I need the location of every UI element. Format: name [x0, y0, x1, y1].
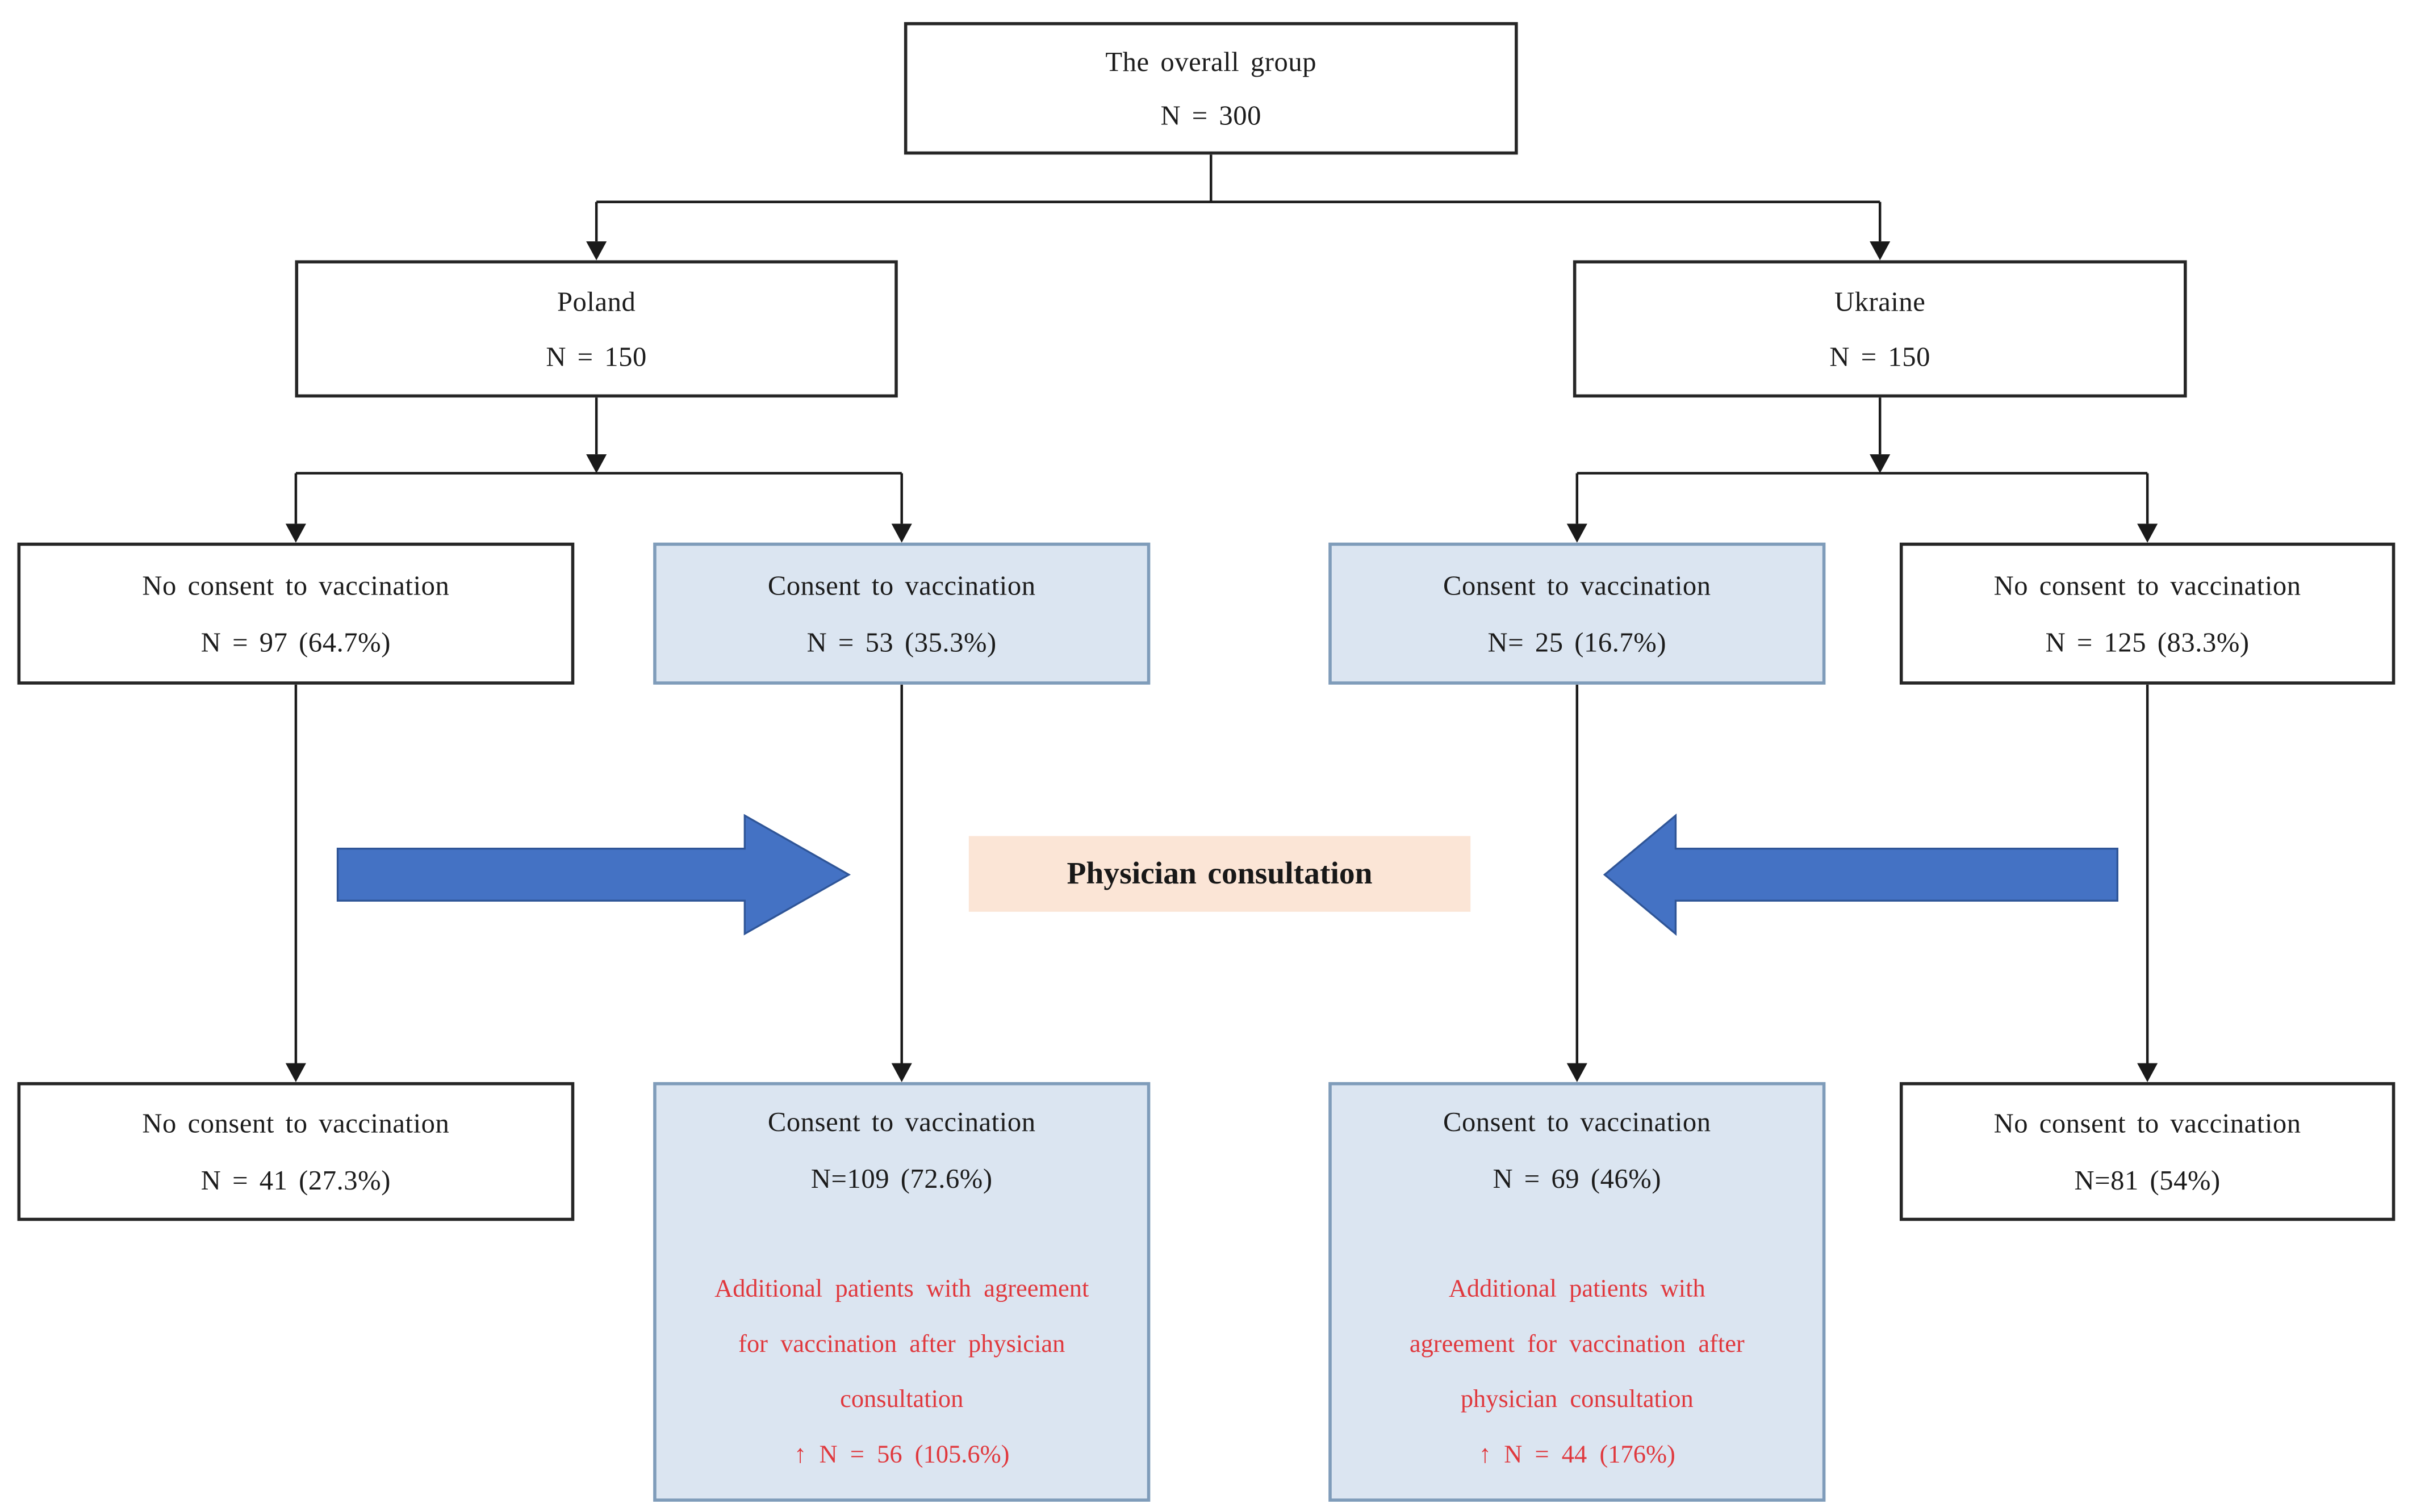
physician-consultation-label: Physician consultation [968, 836, 1471, 912]
additional-consent-note: Additional patients with agreement for v… [714, 1262, 1089, 1483]
arrowhead-down-icon [1870, 454, 1891, 474]
node-title: Ukraine [1834, 285, 1926, 317]
connector-ukraine-split [1566, 397, 2158, 543]
node-poland-consent-after: Consent to vaccination N=109 (72.6%) Add… [653, 1082, 1151, 1502]
note-line: Additional patients with [1448, 1276, 1705, 1303]
node-count: N = 300 [1160, 99, 1262, 131]
node-count: N=81 (54%) [2074, 1163, 2221, 1195]
node-poland-no-consent-after: No consent to vaccination N = 41 (27.3%) [17, 1082, 575, 1221]
node-ukraine-consent: Consent to vaccination N= 25 (16.7%) [1328, 542, 1826, 685]
node-title: No consent to vaccination [1993, 1108, 2301, 1140]
node-count: N = 41 (27.3%) [200, 1163, 391, 1195]
arrowhead-down-icon [2137, 523, 2158, 543]
node-poland: Poland N = 150 [295, 260, 898, 398]
node-title: No consent to vaccination [142, 1108, 450, 1140]
node-count: N = 125 (83.3%) [2045, 626, 2250, 658]
arrowhead-down-icon [586, 241, 607, 261]
node-count: N = 150 [1829, 341, 1930, 372]
node-title: No consent to vaccination [1993, 569, 2301, 601]
arrowhead-down-icon [1566, 523, 1587, 543]
arrowhead-down-icon [285, 1063, 306, 1082]
note-line: for vaccination after physician [738, 1331, 1065, 1359]
additional-consent-note: Additional patients with agreement for v… [1410, 1262, 1745, 1483]
node-ukraine-no-consent-after: No consent to vaccination N=81 (54%) [1899, 1082, 2396, 1221]
node-count: N = 97 (64.7%) [200, 626, 391, 658]
note-line: Additional patients with agreement [714, 1276, 1089, 1303]
node-overall-group: The overall group N = 300 [904, 22, 1518, 155]
node-title: Consent to vaccination [1443, 569, 1711, 601]
node-title: No consent to vaccination [142, 569, 450, 601]
arrowhead-down-icon [1566, 1063, 1587, 1082]
label-text: Physician consultation [1067, 856, 1373, 891]
arrowhead-down-icon [891, 1063, 912, 1082]
node-count: N=109 (72.6%) [810, 1162, 993, 1195]
node-count: N = 69 (46%) [1493, 1162, 1662, 1195]
arrowhead-down-icon [1870, 241, 1891, 261]
note-line: ↑ N = 56 (105.6%) [794, 1442, 1010, 1469]
arrowhead-down-icon [2137, 1063, 2158, 1082]
arrowhead-down-icon [285, 523, 306, 543]
node-count: N = 150 [546, 341, 647, 372]
node-title: Consent to vaccination [767, 569, 1036, 601]
node-poland-consent: Consent to vaccination N = 53 (35.3%) [653, 542, 1151, 685]
arrowhead-down-icon [891, 523, 912, 543]
node-count: N= 25 (16.7%) [1487, 626, 1667, 658]
blue-arrow-left-icon [1603, 813, 2119, 936]
blue-arrow-right-icon [336, 814, 851, 936]
note-line: agreement for vaccination after [1409, 1331, 1745, 1359]
connector-poland-split [285, 397, 912, 543]
node-count: N = 53 (35.3%) [806, 626, 997, 658]
node-poland-no-consent: No consent to vaccination N = 97 (64.7%) [17, 542, 575, 685]
connector-overall-split [586, 154, 1891, 261]
node-ukraine-no-consent: No consent to vaccination N = 125 (83.3%… [1899, 542, 2396, 685]
arrowhead-down-icon [586, 454, 607, 474]
node-title: Consent to vaccination [767, 1105, 1036, 1138]
note-line: physician consultation [1460, 1387, 1694, 1414]
node-ukraine-consent-after: Consent to vaccination N = 69 (46%) Addi… [1328, 1082, 1826, 1502]
node-title: Poland [557, 285, 636, 317]
note-line: ↑ N = 44 (176%) [1478, 1442, 1675, 1469]
node-title: Consent to vaccination [1443, 1105, 1711, 1138]
node-title: The overall group [1105, 45, 1317, 78]
node-ukraine: Ukraine N = 150 [1573, 260, 2187, 398]
note-line: consultation [840, 1387, 964, 1414]
